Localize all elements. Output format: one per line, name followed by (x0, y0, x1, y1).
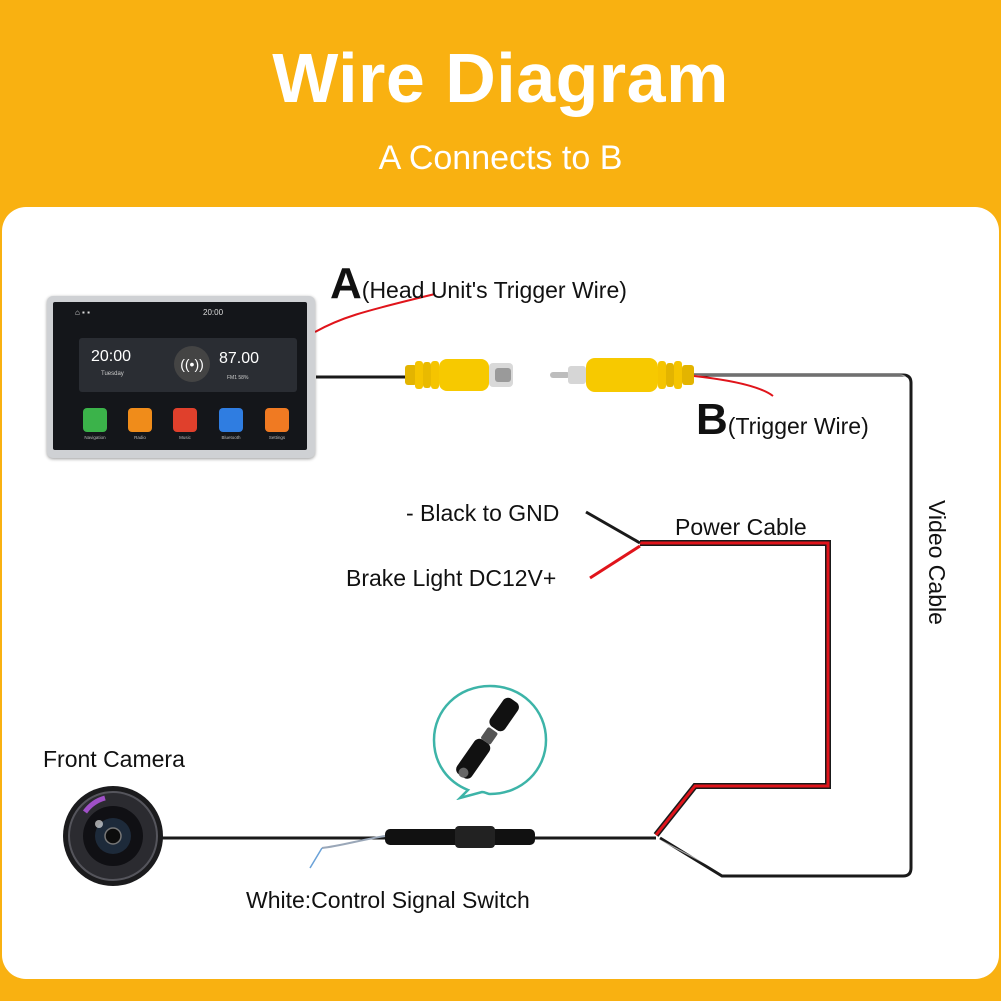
camera-trigger-wire (693, 375, 774, 397)
head-unit-screen: ⌂ ▪ ▪ 20:00 20:00 Tuesday ((•)) 87.00 FM… (53, 302, 307, 450)
front-camera (63, 786, 163, 886)
navigation-app-icon (83, 408, 107, 432)
bluetooth-app-icon (219, 408, 243, 432)
brake-light-wire (589, 544, 641, 580)
radio-widget: 20:00 Tuesday ((•)) 87.00 FM1 58% (79, 338, 297, 392)
frequency: 87.00 (219, 350, 260, 367)
female-rca-connector (405, 359, 513, 391)
label-a-text: (Head Unit's Trigger Wire) (361, 277, 627, 303)
video-cable-label: Video Cable (924, 500, 950, 625)
head-unit-trigger-wire (314, 293, 436, 333)
settings-app-label: Settings (268, 435, 286, 440)
radio-app-icon (128, 408, 152, 432)
navigation-app-label: Navigation (84, 435, 106, 440)
status-bar: ⌂ ▪ ▪ 20:00 (53, 308, 307, 320)
front-camera-label: Front Camera (43, 746, 185, 772)
label-a: A(Head Unit's Trigger Wire) (330, 262, 627, 306)
header: Wire Diagram A Connects to B (0, 0, 1001, 205)
label-a-letter: A (330, 259, 362, 308)
power-cable-red (640, 540, 831, 837)
home-icon: ⌂ ▪ ▪ (75, 308, 90, 317)
connector-plug-icon (432, 684, 548, 800)
status-time: 20:00 (203, 308, 224, 317)
black-gnd-label: - Black to GND (406, 500, 560, 526)
day: Tuesday (101, 371, 124, 377)
label-b-letter: B (696, 395, 728, 444)
male-rca-connector (550, 358, 694, 392)
page-subtitle: A Connects to B (378, 139, 623, 177)
music-app-icon (173, 408, 197, 432)
head-unit: ⌂ ▪ ▪ 20:00 20:00 Tuesday ((•)) 87.00 FM… (47, 296, 315, 458)
page-title: Wire Diagram (272, 39, 729, 117)
video-cable-line (659, 373, 913, 878)
control-signal-label: White:Control Signal Switch (246, 887, 530, 913)
power-cable-label: Power Cable (675, 514, 807, 540)
label-b-text: (Trigger Wire) (727, 413, 869, 439)
music-app-label: Music (179, 435, 191, 440)
label-b: B(Trigger Wire) (696, 398, 869, 442)
radio-signal-icon: ((•)) (174, 346, 210, 382)
bluetooth-app-label: Bluetooth (221, 435, 241, 440)
brake-light-label: Brake Light DC12V+ (346, 565, 557, 591)
control-signal-wire (321, 835, 386, 849)
settings-app-icon (265, 408, 289, 432)
band: FM1 58% (227, 375, 249, 381)
ground-wire (585, 510, 641, 545)
clock: 20:00 (91, 348, 132, 365)
radio-app-label: Radio (134, 435, 146, 440)
